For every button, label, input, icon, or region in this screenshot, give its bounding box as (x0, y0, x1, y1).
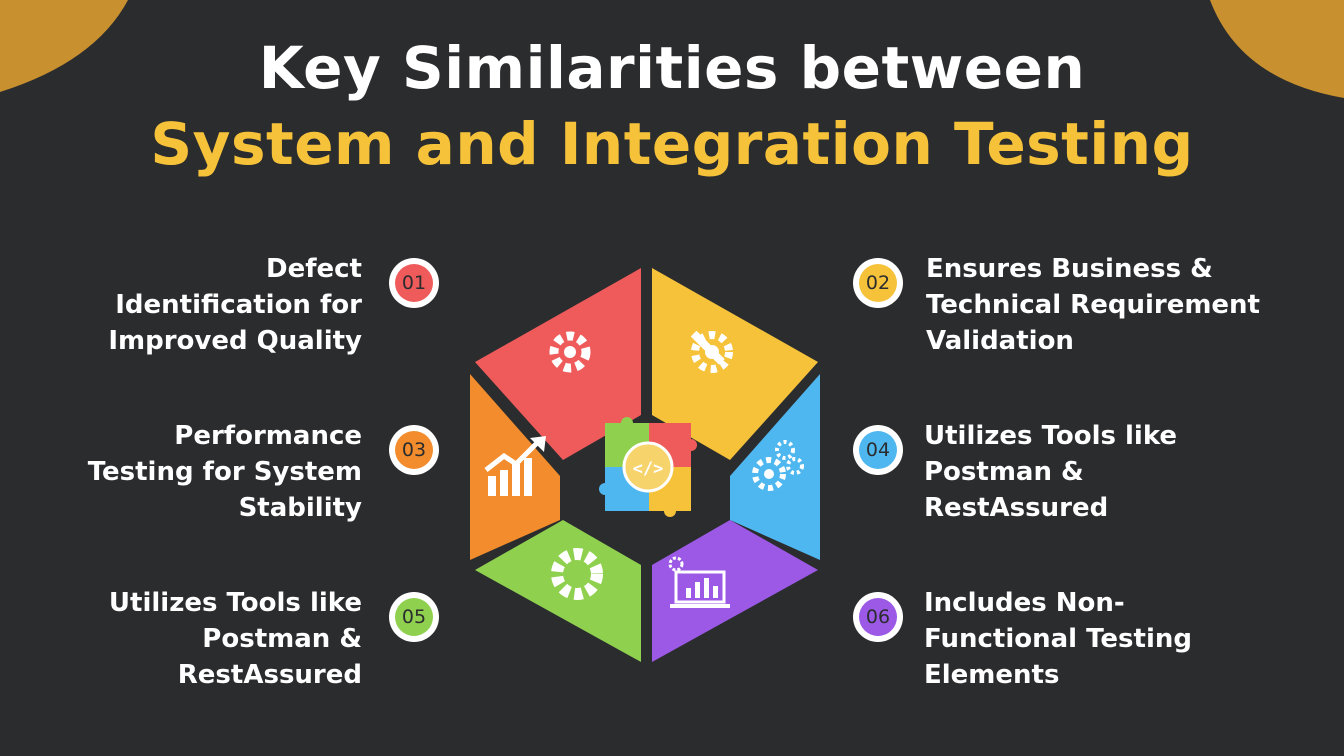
item-06-line-3: Elements (924, 660, 1060, 690)
title-line-2: System and Integration Testing (150, 110, 1194, 178)
laptop-chart-icon (668, 556, 730, 608)
title-line-1: Key Similarities between (258, 34, 1086, 102)
corner-blob-left (0, 0, 128, 92)
badge-04: 04 (853, 425, 903, 475)
item-03-text: Performance Testing for System Stability (32, 418, 362, 526)
gears-icon (752, 440, 804, 491)
badge-06-number: 06 (859, 598, 897, 636)
gear-wrench-icon (690, 330, 733, 373)
item-01-line-1: Defect (265, 254, 362, 284)
item-01-line-2: Identification for (115, 290, 362, 320)
item-06-line-2: Functional Testing (924, 624, 1192, 654)
puzzle-code-icon: </> (599, 417, 697, 517)
item-02-line-3: Validation (926, 326, 1074, 356)
item-02-line-2: Technical Requirement (926, 290, 1260, 320)
badge-01-number: 01 (395, 264, 433, 302)
item-03-line-2: Testing for System (87, 457, 362, 487)
badge-05-number: 05 (395, 598, 433, 636)
badge-04-number: 04 (859, 431, 897, 469)
segment-02 (652, 268, 818, 460)
segment-03 (470, 374, 560, 560)
item-05-line-1: Utilizes Tools like (108, 588, 362, 618)
item-01-text: Defect Identification for Improved Quali… (32, 251, 362, 359)
item-05-line-2: Postman & (202, 624, 362, 654)
gear-puzzle-icon (549, 331, 591, 373)
growth-chart-icon (484, 436, 546, 496)
segment-06 (652, 520, 818, 662)
item-03-line-1: Performance (174, 421, 362, 451)
item-04-line-2: Postman & (924, 457, 1084, 487)
item-01-line-3: Improved Quality (108, 326, 362, 356)
badge-03-number: 03 (395, 431, 433, 469)
segment-01 (475, 268, 641, 460)
corner-blob-right (1210, 0, 1344, 98)
item-02-line-1: Ensures Business & (926, 254, 1213, 284)
badge-02: 02 (853, 258, 903, 308)
item-04-text: Utilizes Tools like Postman & RestAssure… (924, 418, 1324, 526)
badge-02-number: 02 (859, 264, 897, 302)
badge-03: 03 (389, 425, 439, 475)
item-06-text: Includes Non- Functional Testing Element… (924, 585, 1324, 693)
badge-01: 01 (389, 258, 439, 308)
item-05-text: Utilizes Tools like Postman & RestAssure… (32, 585, 362, 693)
item-04-line-3: RestAssured (924, 493, 1109, 523)
item-03-line-3: Stability (238, 493, 362, 523)
badge-05: 05 (389, 592, 439, 642)
item-05-line-3: RestAssured (177, 660, 362, 690)
gear-icon (551, 548, 603, 600)
badge-06: 06 (853, 592, 903, 642)
center-code-label: </> (633, 459, 664, 479)
item-02-text: Ensures Business & Technical Requirement… (926, 251, 1326, 359)
item-06-line-1: Includes Non- (924, 588, 1125, 618)
segment-04 (730, 374, 820, 560)
item-04-line-1: Utilizes Tools like (924, 421, 1178, 451)
segment-05 (475, 520, 641, 662)
